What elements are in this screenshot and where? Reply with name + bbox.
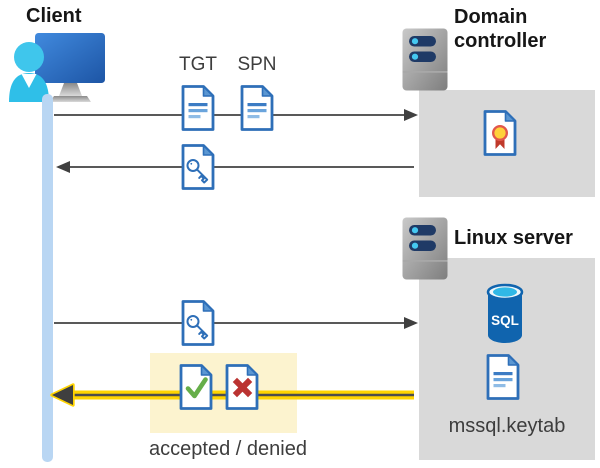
accepted-document-icon: [179, 364, 213, 410]
certificate-document-icon: [483, 110, 517, 156]
domain-controller-server-icon: [402, 28, 448, 91]
spn-label: SPN: [237, 54, 277, 75]
arrow-dc-to-client: [56, 161, 414, 173]
keytab-label: mssql.keytab: [448, 415, 566, 437]
spn-document-icon: [240, 85, 274, 131]
keytab-document-icon: [486, 354, 520, 400]
linux-server-label: Linux server: [454, 227, 573, 249]
tgt-document-icon: [181, 85, 215, 131]
service-ticket-key-document-icon: [181, 300, 215, 346]
ticket-key-document-icon: [181, 144, 215, 190]
client-label: Client: [26, 5, 82, 27]
arrow-client-to-linux: [54, 317, 418, 329]
sql-icon-text: SQL: [491, 313, 519, 328]
domain-controller-label: Domain controller: [454, 6, 547, 52]
accepted-denied-label: accepted / denied: [149, 438, 307, 460]
client-user-monitor-icon: [9, 33, 105, 102]
tgt-label: TGT: [179, 54, 217, 75]
client-timeline-bar: [42, 94, 53, 462]
denied-document-icon: [225, 364, 259, 410]
linux-server-icon: [402, 217, 448, 280]
sql-database-icon: SQL: [486, 283, 524, 343]
arrow-client-to-dc: [54, 109, 418, 121]
